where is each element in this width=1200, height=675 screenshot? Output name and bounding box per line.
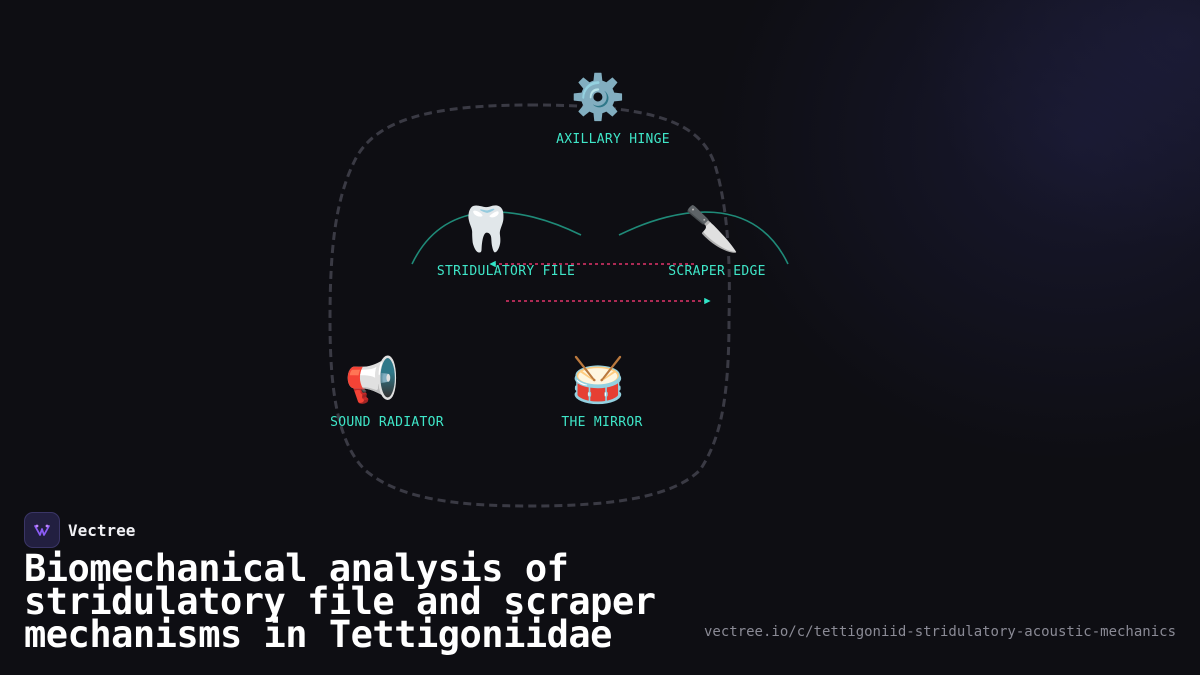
page-title: Biomechanical analysis of stridulatory f… — [24, 547, 656, 656]
tooth-icon: 🦷 — [458, 204, 514, 255]
node-label: STRIDULATORY FILE — [436, 264, 576, 279]
node-the-mirror: 🥁 THE MIRROR — [553, 355, 642, 430]
drum-icon: 🥁 — [570, 355, 626, 406]
node-stridulatory-file: 🦷 STRIDULATORY FILE — [397, 204, 575, 279]
brand-name: Vectree — [68, 520, 136, 540]
node-label: AXILLARY HINGE — [556, 132, 670, 147]
wave-logo-icon — [24, 512, 60, 548]
node-sound-radiator: 📢 SOUND RADIATOR — [300, 355, 444, 430]
node-axillary-hinge: ⚙️ AXILLARY HINGE — [526, 72, 670, 147]
scraper-arc — [618, 211, 789, 265]
gear-icon: ⚙️ — [570, 72, 626, 123]
node-label: SOUND RADIATOR — [330, 415, 444, 430]
file-arc — [411, 211, 582, 265]
node-scraper-edge: 🔪 SCRAPER EDGE — [658, 204, 766, 279]
source-url[interactable]: vectree.io/c/tettigoniid-stridulatory-ac… — [703, 624, 1176, 640]
node-label: THE MIRROR — [561, 415, 643, 430]
knife-icon: 🔪 — [684, 204, 740, 255]
cycle-loop — [328, 103, 731, 508]
megaphone-icon: 📢 — [344, 355, 400, 406]
node-label: SCRAPER EDGE — [668, 264, 766, 279]
brand[interactable]: Vectree — [24, 512, 135, 548]
